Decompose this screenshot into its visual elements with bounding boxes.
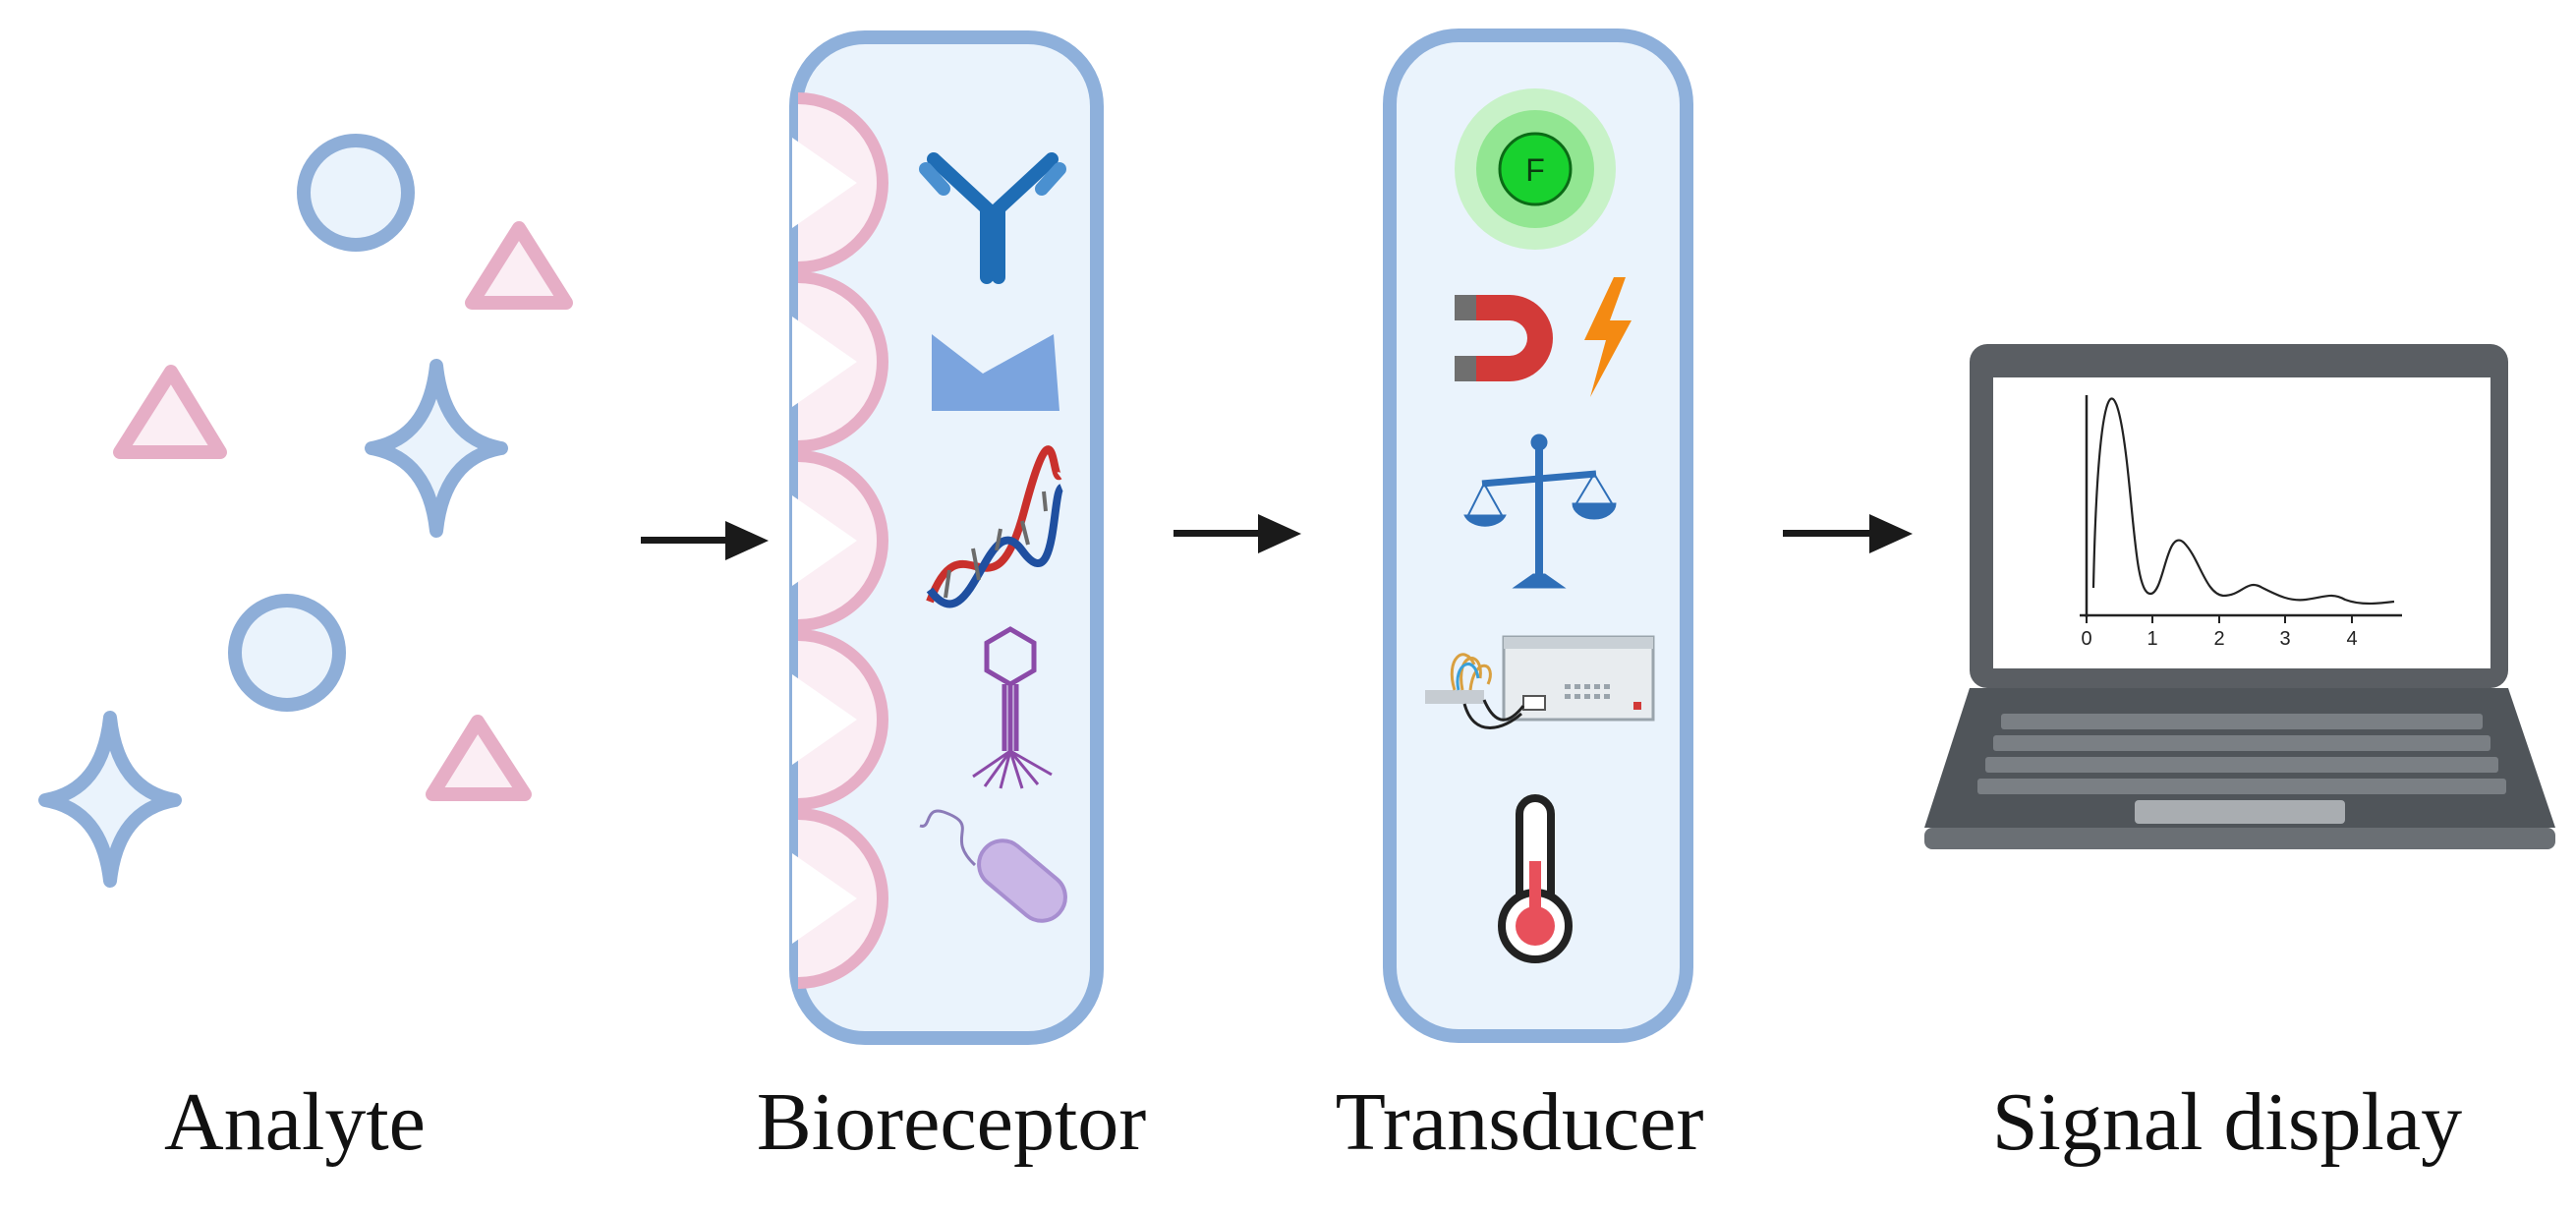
laptop-keyboard xyxy=(1977,714,2506,794)
plot-x-tick-label: 4 xyxy=(2346,628,2357,650)
plot-x-tick-label: 1 xyxy=(2147,628,2157,650)
bacterium-icon xyxy=(919,809,1067,923)
analyte-triangle-icon xyxy=(465,221,573,310)
analyte-star-icon xyxy=(38,711,182,888)
arrow-right-icon xyxy=(641,521,769,560)
flow-arrows xyxy=(641,514,1913,560)
analyte-label: Analyte xyxy=(164,1076,426,1168)
plot-x-tick-label: 3 xyxy=(2279,628,2290,650)
analyte-circle-icon xyxy=(228,594,346,712)
arrow-right-icon xyxy=(1174,514,1301,553)
analyte-shapes xyxy=(38,134,573,888)
analyte-triangle-icon xyxy=(426,715,532,801)
thermometer-icon xyxy=(1498,794,1573,963)
laptop-touchpad xyxy=(2135,800,2345,824)
lightning-icon xyxy=(1584,277,1631,397)
fluorescence-label: F xyxy=(1525,152,1545,188)
dna-icon xyxy=(926,445,1065,608)
magnet-icon xyxy=(1455,295,1553,381)
plot-x-tick-label: 2 xyxy=(2213,628,2224,650)
laptop-icon: 0 1 2 3 4 xyxy=(1924,344,2555,849)
plot-x-tick-label: 0 xyxy=(2081,628,2091,650)
arrow-right-icon xyxy=(1783,514,1913,553)
enzyme-icon xyxy=(932,334,1059,411)
laptop-screen xyxy=(1993,377,2490,668)
transducer-panel: F xyxy=(1383,29,1693,1043)
plot-signal-line xyxy=(2091,397,2395,606)
analyte-triangle-icon xyxy=(113,365,227,459)
transducer-label: Transducer xyxy=(1335,1076,1704,1168)
balance-scale-icon xyxy=(1463,434,1617,589)
binding-sites xyxy=(792,92,888,989)
fluorescence-icon: F xyxy=(1455,88,1616,250)
bioreceptor-label: Bioreceptor xyxy=(756,1076,1147,1168)
signal-plot: 0 1 2 3 4 xyxy=(2080,395,2402,650)
signal-display-label: Signal display xyxy=(1991,1076,2463,1168)
bioreceptor-panel xyxy=(789,30,1104,1045)
electrochemical-analyzer-icon xyxy=(1425,635,1655,729)
bacteriophage-icon xyxy=(972,626,1053,789)
analyte-circle-icon xyxy=(297,134,415,252)
analyte-star-icon xyxy=(365,359,508,538)
antibody-icon xyxy=(919,152,1066,284)
